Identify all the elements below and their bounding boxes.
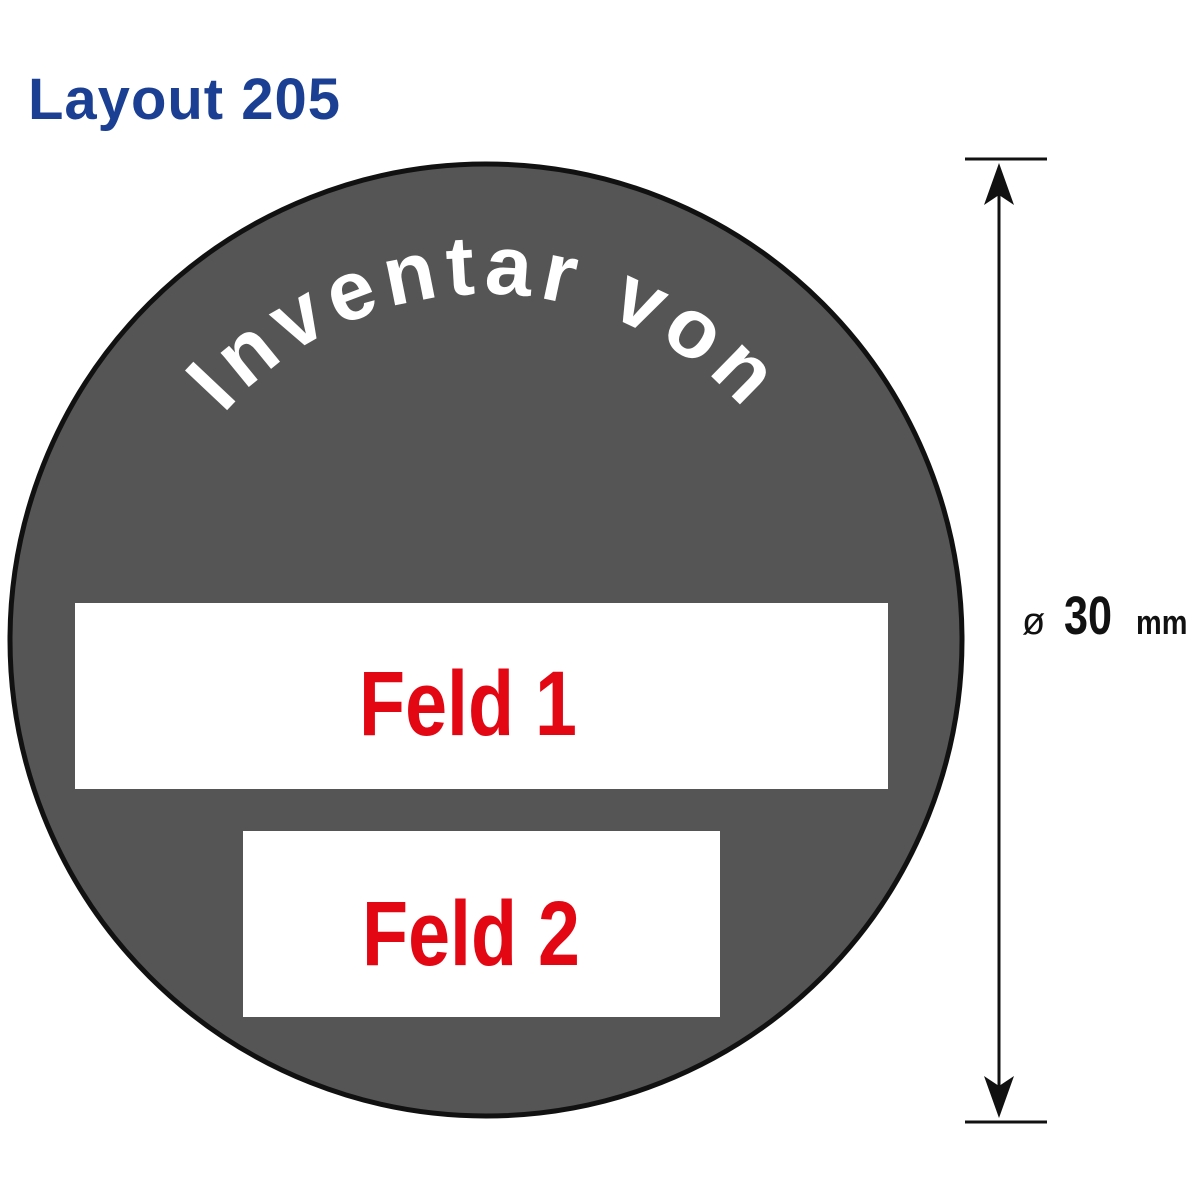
arrow-up-icon [984, 163, 1014, 205]
diameter-value: 30 [1064, 587, 1112, 647]
field-1-text: Feld 1 [359, 652, 577, 755]
field-1-box [75, 603, 888, 789]
dimension-line [965, 157, 1047, 1124]
diameter-unit: mm [1136, 603, 1187, 642]
layout-title: Layout 205 [28, 67, 341, 132]
field-2-text: Feld 2 [362, 882, 580, 985]
diameter-symbol: ø [1022, 601, 1045, 643]
arrow-down-icon [984, 1076, 1014, 1118]
field-2-box [243, 831, 720, 1017]
